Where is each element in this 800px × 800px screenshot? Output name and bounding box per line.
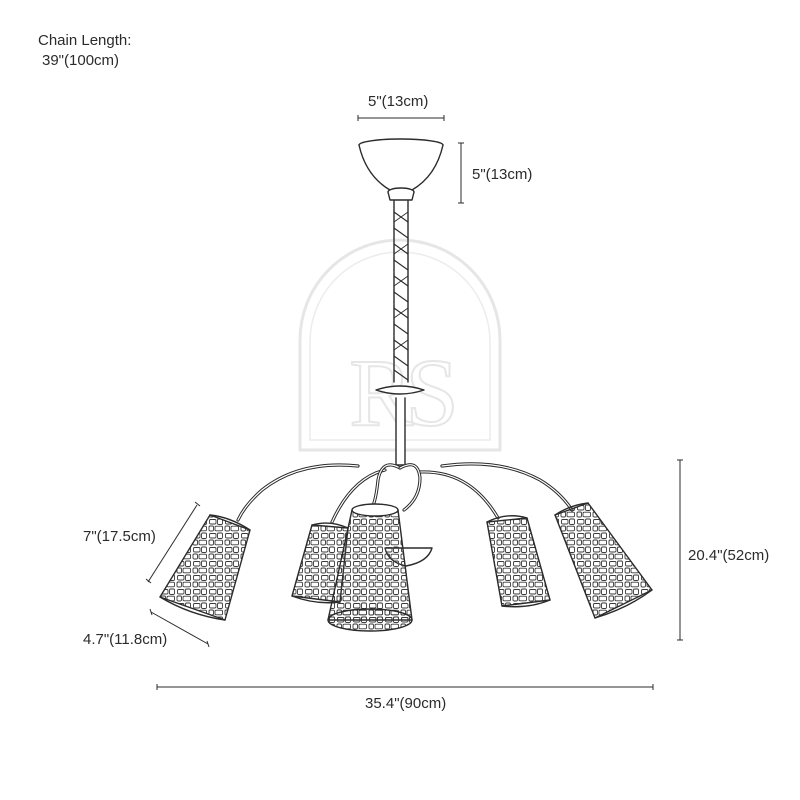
canopy-width-label: 5"(13cm) <box>368 93 429 110</box>
chain-length-value: 39"(100cm) <box>42 52 120 69</box>
canopy-height-label: 5"(13cm) <box>472 166 533 183</box>
shade-height-label: 7"(17.5cm) <box>83 528 156 545</box>
chain-length-title: Chain Length: <box>38 32 132 49</box>
lamp-shade-right <box>486 515 551 608</box>
shade-width-dimension-line <box>150 611 209 645</box>
chandelier-arms <box>236 462 574 524</box>
lamp-shade-center <box>327 503 413 632</box>
overall-width-label: 35.4"(90cm) <box>365 695 447 712</box>
dimension-lines <box>145 115 683 690</box>
lamp-shade-far-right <box>554 502 653 619</box>
overall-height-label: 20.4"(52cm) <box>688 547 770 564</box>
center-rod <box>375 385 425 466</box>
shade-width-label: 4.7"(11.8cm) <box>83 631 168 648</box>
shade-height-dimension-line <box>147 504 198 583</box>
lamp-shade-far-left <box>159 514 251 621</box>
chandelier-drawing <box>159 138 653 632</box>
ceiling-canopy <box>358 138 444 201</box>
hanging-chain <box>393 200 409 383</box>
